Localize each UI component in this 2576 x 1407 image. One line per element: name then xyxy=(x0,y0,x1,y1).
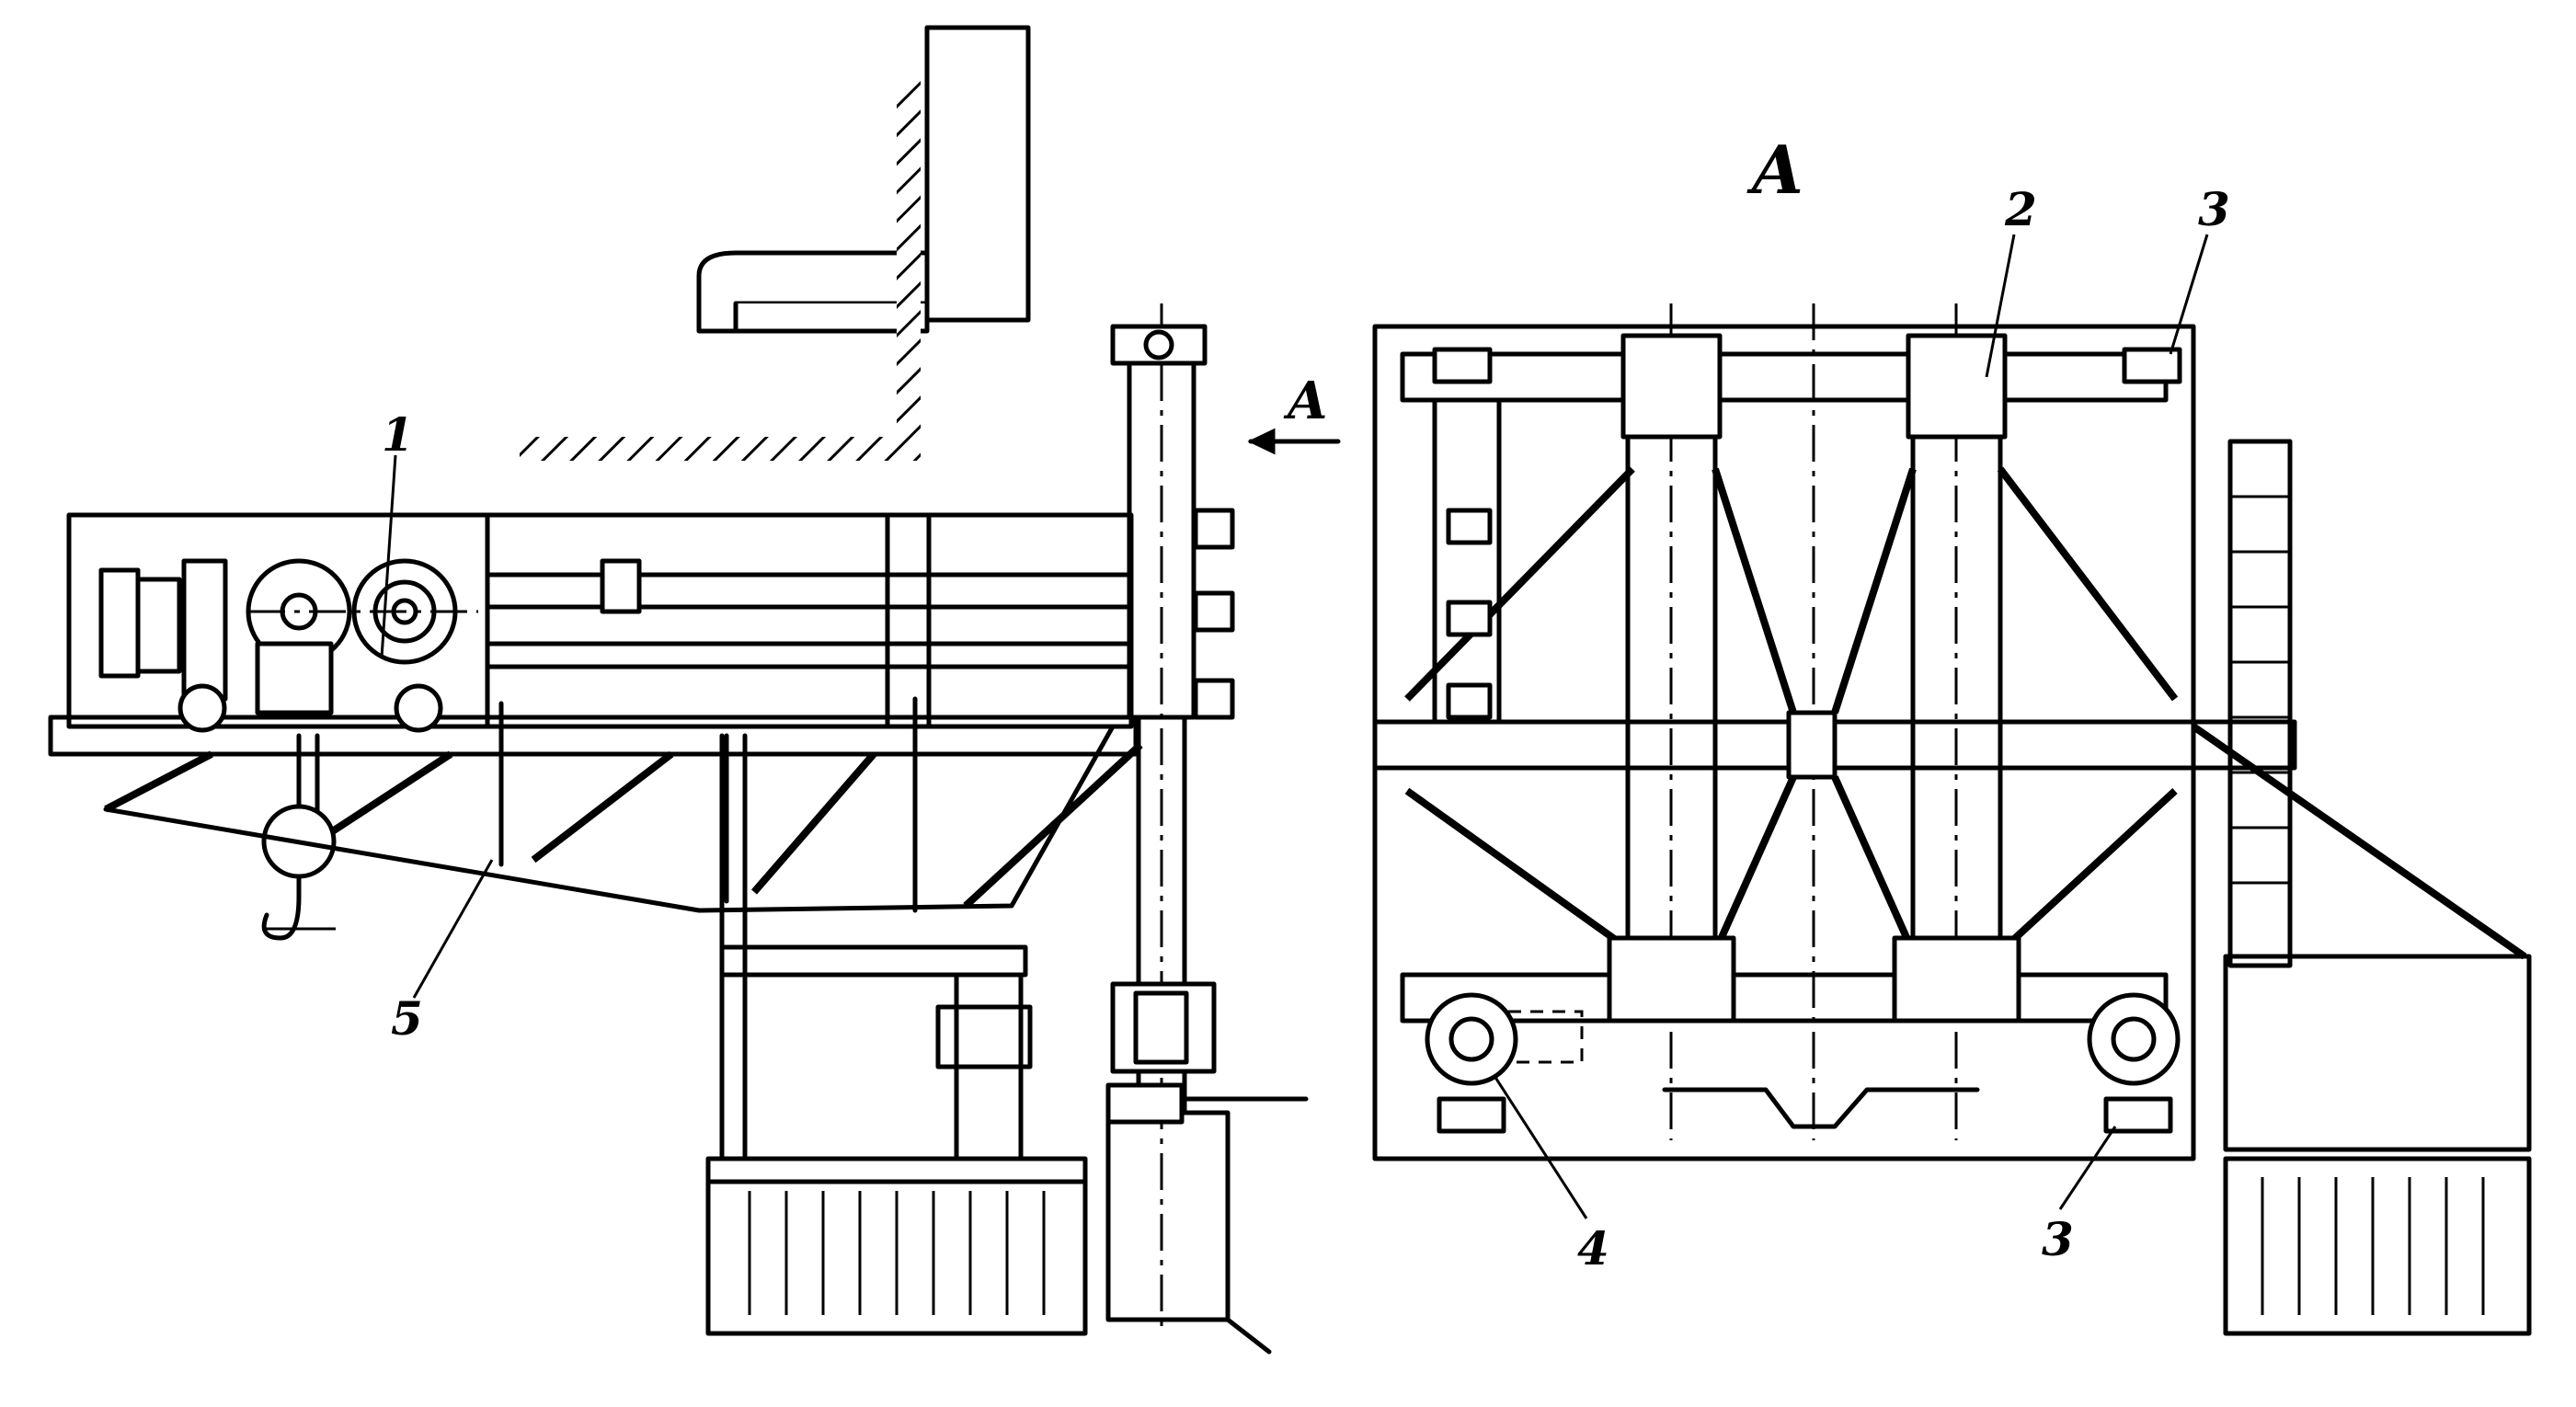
trolley-wheel-1 xyxy=(177,683,227,733)
guide-roller-right xyxy=(2103,1096,2173,1134)
wall-hatch-edge xyxy=(1225,1317,1272,1355)
upper-wall-hatched xyxy=(924,25,1031,323)
rail-clip-3 xyxy=(1446,682,1493,720)
callout-2: 2 xyxy=(2004,182,2037,236)
callout-4: 4 xyxy=(1577,1221,1609,1275)
diagonal-5 xyxy=(963,742,1143,909)
motor-housing xyxy=(98,567,141,679)
top-roller-right xyxy=(2122,347,2182,384)
brace-7 xyxy=(1831,775,1917,954)
brace-2 xyxy=(1712,467,1797,715)
guide-roller-left xyxy=(1437,1096,1506,1134)
top-roller-left xyxy=(1432,347,1493,384)
girder-frame xyxy=(66,512,1134,729)
hook xyxy=(261,875,302,941)
ladder xyxy=(2227,439,2293,968)
girder-block xyxy=(600,558,642,614)
bottom-beam xyxy=(1400,972,2169,1024)
brake-unit xyxy=(135,577,182,674)
view-a-title: A xyxy=(1746,131,1803,209)
leader-5 xyxy=(412,859,494,999)
drum-support xyxy=(255,641,334,715)
rail-clamp-3 xyxy=(1193,678,1235,720)
trolley-girder xyxy=(48,512,1139,757)
callout-5: 5 xyxy=(391,991,423,1046)
center-node xyxy=(1786,710,1838,780)
drive-wheel-right xyxy=(2087,992,2181,1086)
trolley-wheel-2 xyxy=(394,683,443,733)
drive-wheel-left-hub xyxy=(1448,1016,1494,1062)
brace-1 xyxy=(1404,466,1635,702)
hoist-mechanism xyxy=(98,558,478,733)
brace-3 xyxy=(1831,467,1917,715)
bottom-roller-block xyxy=(1110,981,1217,1074)
brace-4 xyxy=(1997,466,2179,702)
support-leg xyxy=(705,733,1088,1336)
top-roller-axle xyxy=(1143,329,1174,360)
right-cabin-body xyxy=(2223,954,2532,1152)
bottom-rail xyxy=(1105,1082,1185,1125)
rail-clip-2 xyxy=(1446,600,1493,637)
upper-node-left xyxy=(1620,333,1723,440)
operator-cabin xyxy=(705,1156,1088,1336)
arrow-a-head xyxy=(1247,428,1276,455)
callout-3-top: 3 xyxy=(2198,182,2230,236)
rail-clamp-1 xyxy=(1193,508,1235,550)
brace-5 xyxy=(1404,787,1635,955)
floor-hatch xyxy=(520,437,920,461)
bottom-roller-inner xyxy=(1133,990,1189,1065)
side-elevation-view: A 1 5 xyxy=(48,25,1341,1355)
leader-1 xyxy=(380,454,397,658)
diagonal-1 xyxy=(104,750,213,813)
leader-3-top xyxy=(2169,234,2209,355)
drive-wheel-left xyxy=(1425,992,1518,1086)
lower-truss xyxy=(103,696,1143,913)
brace-6 xyxy=(1712,775,1797,954)
callout-1: 1 xyxy=(382,407,414,462)
travel-motor xyxy=(935,1004,1033,1070)
brace-8 xyxy=(1998,788,2178,955)
building-walls xyxy=(520,25,1309,1355)
leg-crossbar xyxy=(719,944,1028,978)
diagonal-3 xyxy=(531,750,674,864)
leader-4 xyxy=(1493,1075,1588,1219)
bracket-hatch xyxy=(733,303,930,334)
lower-wall-hatched xyxy=(1105,1110,1231,1322)
drive-hidden-outline xyxy=(1508,1010,1584,1064)
diagonal-2 xyxy=(328,750,453,836)
lower-node-right xyxy=(1892,935,2021,1024)
drive-wheel-right-hub xyxy=(2111,1016,2157,1062)
left-wall-hatch xyxy=(897,81,921,458)
gearbox xyxy=(181,558,228,702)
view-arrow-a: A xyxy=(1247,371,1341,455)
leader-3-bottom xyxy=(2058,1126,2117,1210)
rail-clamp-2 xyxy=(1193,590,1235,633)
rail-clip-1 xyxy=(1446,508,1493,545)
cabin-strut xyxy=(2191,723,2527,960)
arrow-a-label: A xyxy=(1283,371,1327,431)
lower-chord xyxy=(48,715,1139,757)
lower-node-left xyxy=(1607,935,1736,1024)
right-cabin xyxy=(2223,1156,2532,1336)
view-a-section: A xyxy=(1372,131,2532,1336)
bottom-skirt xyxy=(1662,1087,1980,1129)
diagonal-4 xyxy=(750,751,877,895)
top-beam xyxy=(1400,351,2169,403)
upper-node-right xyxy=(1906,333,2008,440)
leader-2 xyxy=(1985,234,2016,378)
callout-3-bottom: 3 xyxy=(2042,1212,2074,1266)
